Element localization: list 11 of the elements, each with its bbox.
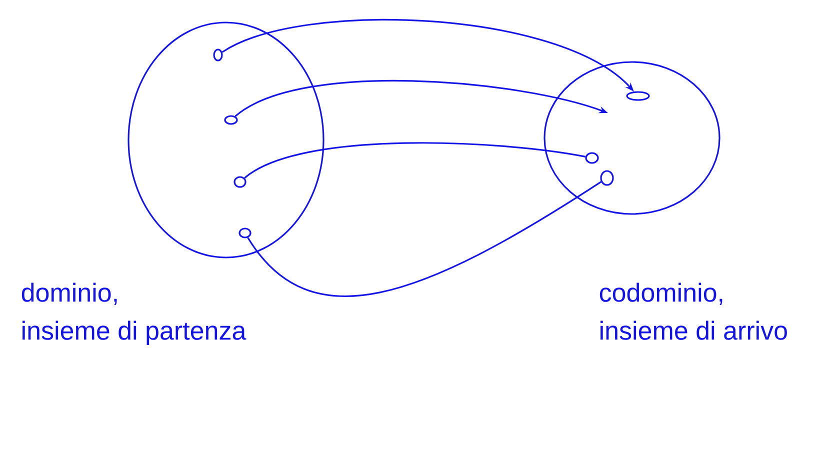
point-dot xyxy=(585,152,599,164)
point-dot xyxy=(626,91,650,101)
point-dot xyxy=(238,228,252,238)
set-outline xyxy=(544,61,720,215)
point-dot xyxy=(234,176,246,188)
point-dot xyxy=(213,48,223,62)
point-dot xyxy=(600,170,614,186)
set-outline xyxy=(128,22,324,258)
set-label: dominio, insieme di partenza xyxy=(22,282,246,346)
point-dot xyxy=(224,115,238,125)
set-label: codominio, insieme di arrivo xyxy=(600,282,787,340)
